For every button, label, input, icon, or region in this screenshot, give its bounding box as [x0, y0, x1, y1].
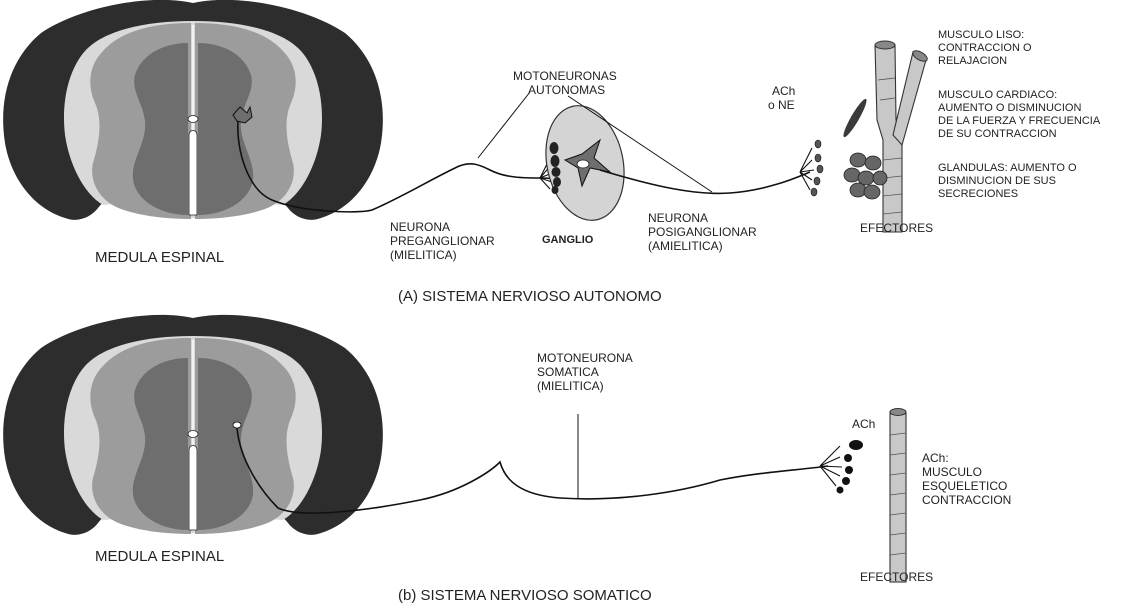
smooth-muscle-effector — [875, 41, 929, 232]
caption-somatic: (b) SISTEMA NERVIOSO SOMATICO — [398, 587, 652, 604]
motor-end-plate — [842, 477, 850, 485]
somatic-motoneuron-label: MOTONEURONA SOMATICA (MIELITICA) — [537, 351, 635, 393]
spinal-cord-label-autonomic: MEDULA ESPINAL — [95, 249, 224, 266]
synaptic-terminal — [550, 142, 559, 154]
synaptic-terminal — [552, 167, 561, 177]
motor-end-plate — [844, 454, 852, 462]
synaptic-terminal — [552, 186, 559, 194]
synaptic-terminal — [551, 155, 560, 167]
varicosity — [815, 140, 821, 148]
motoneurons-label: MOTONEURONAS AUTONOMAS — [513, 69, 620, 97]
postganglionic-neuron-axon — [600, 170, 810, 193]
glands-label: GLANDULAS: AUMENTO O DISMINUCION DE SUS … — [938, 162, 1080, 200]
varicosity — [815, 154, 821, 162]
varicosity — [811, 188, 817, 196]
skeletal-muscle-effector — [890, 409, 906, 583]
skeletal-muscle-label: ACh: MUSCULO ESQUELETICO CONTRACCION — [922, 451, 1011, 507]
ganglion-label: GANGLIO — [542, 234, 594, 246]
preganglionic-label: NEURONA PREGANGLIONAR (MIELITICA) — [390, 220, 498, 262]
spinal-cord-somatic — [3, 315, 383, 535]
cardiac-muscle-label: MUSCULO CARDIACO: AUMENTO O DISMINUCION … — [938, 89, 1103, 140]
varicosity — [817, 165, 823, 173]
caption-autonomic: (A) SISTEMA NERVIOSO AUTONOMO — [398, 288, 662, 305]
somatic-branches — [820, 446, 842, 486]
smooth-muscle-label: MUSCULO LISO: CONTRACCION O RELAJACION — [938, 29, 1035, 67]
smooth-muscle-cell — [841, 97, 870, 139]
motor-end-plate — [837, 487, 844, 494]
gland-cells — [844, 153, 887, 199]
ganglion-cell-nucleus — [577, 160, 589, 168]
motor-end-plate — [849, 440, 863, 450]
motor-end-plate — [845, 466, 853, 474]
spinal-cord-autonomic — [3, 0, 383, 220]
spinal-cord-label-somatic: MEDULA ESPINAL — [95, 548, 224, 565]
effectors-label-autonomic: EFECTORES — [860, 221, 933, 235]
synaptic-terminal — [553, 177, 561, 187]
motoneurons-pointer-left — [478, 92, 530, 158]
varicosity — [814, 177, 820, 185]
postganglionic-branches — [800, 148, 814, 190]
effectors-label-somatic: EFECTORES — [860, 570, 933, 584]
postganglionic-label: NEURONA POSIGANGLIONAR (AMIELITICA) — [648, 211, 760, 253]
neurotransmitter-label-autonomic: ACh o NE — [768, 84, 799, 112]
neurotransmitter-label-somatic: ACh — [852, 417, 875, 431]
